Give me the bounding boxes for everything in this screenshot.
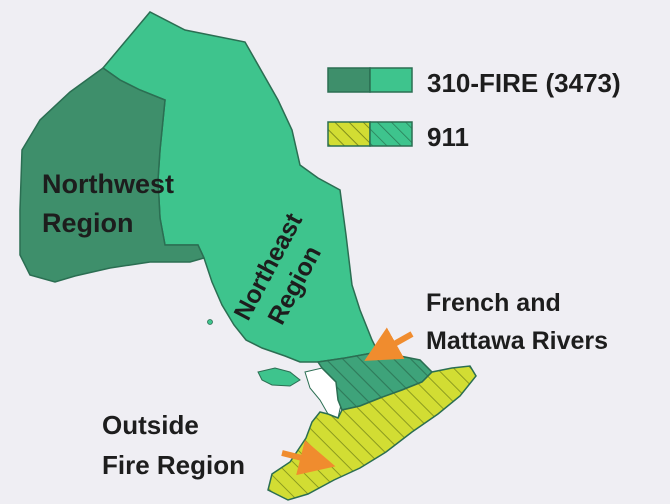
northwest-region-shape: [19, 67, 206, 283]
legend-item-310-fire: 310-FIRE (3473): [327, 67, 621, 98]
northwest-region-label-line2: Region: [42, 208, 134, 238]
french-mattawa-arrow: [364, 327, 414, 361]
legend-item-911: 911: [327, 121, 469, 152]
outside-fire-arrow: [281, 440, 336, 476]
french-mattawa-label: French and: [426, 289, 561, 317]
legend-swatch-911-green: [369, 121, 413, 147]
manitoulin-island-shape: [257, 367, 301, 387]
legend-swatch-310-fire-dark: [327, 67, 371, 93]
legend-label-310-fire: 310-FIRE (3473): [427, 68, 621, 98]
outside-fire-region-label: Outside: [102, 410, 199, 440]
legend-swatch-911-yellow: [327, 121, 371, 147]
french-mattawa-label-line2: Mattawa Rivers: [426, 327, 608, 355]
island-dot: [207, 319, 213, 325]
outside-fire-region-label-line2: Fire Region: [102, 450, 245, 480]
legend: 310-FIRE (3473) 911: [327, 67, 621, 152]
northwest-region-label: Northwest: [42, 169, 174, 199]
legend-swatch-310-fire-light: [369, 67, 413, 93]
legend-label-911: 911: [427, 122, 469, 152]
